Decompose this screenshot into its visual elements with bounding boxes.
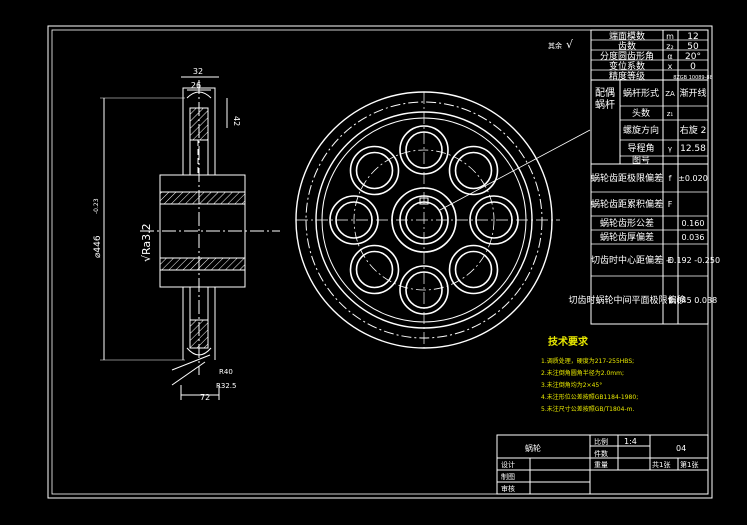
mating-label: 配偶蜗杆 xyxy=(595,86,615,111)
param-symbol: α xyxy=(667,52,672,61)
param-symbol: m xyxy=(666,32,674,41)
note-item: 3.未注倒角均为2×45° xyxy=(541,381,602,389)
mating-param-value: 12.58 xyxy=(680,144,706,154)
weight-label: 重量 xyxy=(594,461,608,469)
tolerance-name: 蜗轮齿形公差 xyxy=(600,217,654,229)
review-label: 审核 xyxy=(501,484,515,493)
hole-outer xyxy=(349,145,400,196)
note-item: 5.未注尺寸公差按照GB/T1804-m. xyxy=(541,405,634,413)
dim-32: 32 xyxy=(193,67,203,76)
section-view xyxy=(100,76,280,400)
tolerance-symbol: E xyxy=(667,256,672,265)
hole-inner xyxy=(405,271,443,309)
tolerance-rows: 蜗轮齿距极限偏差 f ±0.020 蜗轮齿距累积偏差 F 蜗轮齿形公差 0.160 蜗轮齿厚偏… xyxy=(568,172,720,306)
drawing-number: 04 xyxy=(676,444,686,453)
param-symbol: z₂ xyxy=(666,42,673,51)
mating-param-name: 螺旋方向 xyxy=(623,124,659,136)
tolerance-name: 蜗轮齿距累积偏差 xyxy=(591,198,663,210)
hole-outer xyxy=(399,125,449,175)
param-value: 50 xyxy=(687,42,699,52)
param-name: 精度等级 xyxy=(609,70,645,82)
mating-param-symbol: z₁ xyxy=(667,110,674,118)
tolerance-name: 切齿时中心距偏差 xyxy=(591,254,663,266)
tolerance-value: ±0.020 xyxy=(678,174,708,183)
roughness-rest-label: 其余 xyxy=(548,41,562,50)
param-name: 变位系数 xyxy=(609,60,645,72)
param-name: 齿数 xyxy=(618,40,636,52)
param-value: 20° xyxy=(685,52,701,62)
dim-72: 72 xyxy=(200,393,210,402)
lightening-holes xyxy=(329,125,519,315)
tolerance-symbol: f xyxy=(669,296,672,305)
dim-42: 42 xyxy=(232,116,241,126)
mating-param-name: 蜗杆形式 xyxy=(623,87,659,99)
param-value: 12 xyxy=(687,32,698,42)
mating-param-name: 图号 xyxy=(632,155,650,166)
hole-outer xyxy=(448,145,499,196)
param-value: 8ZGB 10089-88 xyxy=(673,75,713,81)
hole-outer xyxy=(329,195,379,245)
note-item: 1.调质处理，硬度为217-255HBS; xyxy=(541,357,634,365)
tolerance-name: 蜗轮齿厚偏差 xyxy=(600,231,654,243)
notes-title: 技术要求 xyxy=(548,335,589,348)
hole-inner xyxy=(335,201,373,239)
dim-446: ⌀446 xyxy=(93,235,103,258)
hole-inner xyxy=(405,131,443,169)
hole-inner xyxy=(355,250,394,289)
tolerance-symbol: f xyxy=(669,174,672,183)
hole-inner xyxy=(355,151,394,190)
hole-outer xyxy=(469,195,519,245)
hole-inner xyxy=(454,250,493,289)
tolerance-value: 0.160 xyxy=(682,219,705,228)
tolerance-value: 0.045 0.038 xyxy=(669,296,717,305)
tolerance-symbol: F xyxy=(668,200,673,209)
roughness-ra: √Ra3.2 xyxy=(140,223,153,262)
parameter-table xyxy=(590,29,709,325)
tolerance-name: 蜗轮齿距极限偏差 xyxy=(591,172,663,184)
mating-param-value: 右旋 2 xyxy=(680,124,707,136)
sheet-number: 第1张 xyxy=(680,460,698,469)
count-label: 件数 xyxy=(594,449,608,458)
param-rows: 端面模数 m 12 齿数 z₂ 50 分度圆齿形角 α 20° 变位系数 x 0 精度等级 8ZGB 10… xyxy=(600,30,713,82)
notes-list: 1.调质处理，硬度为217-255HBS; 2.未注倒角圆角半径为2.0mm; 3.… xyxy=(541,357,638,413)
tolerance-name: 切齿时蜗轮中间平面极限偏移 xyxy=(568,294,685,306)
tolerance-value: 0.036 xyxy=(682,233,705,242)
hole-inner xyxy=(475,201,513,239)
hole-outer xyxy=(448,244,499,295)
front-view xyxy=(295,91,591,349)
scale-value: 1:4 xyxy=(624,437,637,446)
scale-label: 比例 xyxy=(594,437,608,446)
dim-26: 26 xyxy=(191,81,201,90)
part-name: 蜗轮 xyxy=(525,443,541,453)
note-item: 4.未注形位公差按照GB1184-1980; xyxy=(541,393,638,401)
outer-frame xyxy=(47,25,713,499)
design-label: 设计 xyxy=(501,460,515,469)
mating-param-symbol: ZA xyxy=(665,90,675,98)
mating-param-name: 头数 xyxy=(632,107,650,119)
draw-label: 制图 xyxy=(501,472,515,481)
tolerance-value: -0.192 -0.250 xyxy=(666,256,720,265)
roughness-rest-symbol: √ xyxy=(566,38,574,51)
mating-param-name: 导程角 xyxy=(627,142,654,154)
hole-outer xyxy=(349,244,400,295)
note-item: 2.未注倒角圆角半径为2.0mm; xyxy=(541,369,624,377)
hole-outer xyxy=(399,265,449,315)
title-block xyxy=(496,434,709,495)
sheets-total: 共1张 xyxy=(652,460,670,469)
hole-inner xyxy=(454,151,493,190)
param-name: 端面模数 xyxy=(609,30,645,42)
dim-r32-5: R32.5 xyxy=(216,382,236,390)
dim-r40: R40 xyxy=(219,368,233,376)
param-name: 分度圆齿形角 xyxy=(600,50,654,62)
param-value: 0 xyxy=(690,62,696,72)
dim-446-tol: -0.23 xyxy=(93,198,100,214)
mating-param-symbol: γ xyxy=(668,145,672,153)
mating-param-value: 渐开线 xyxy=(679,87,706,99)
param-symbol: x xyxy=(668,62,673,71)
